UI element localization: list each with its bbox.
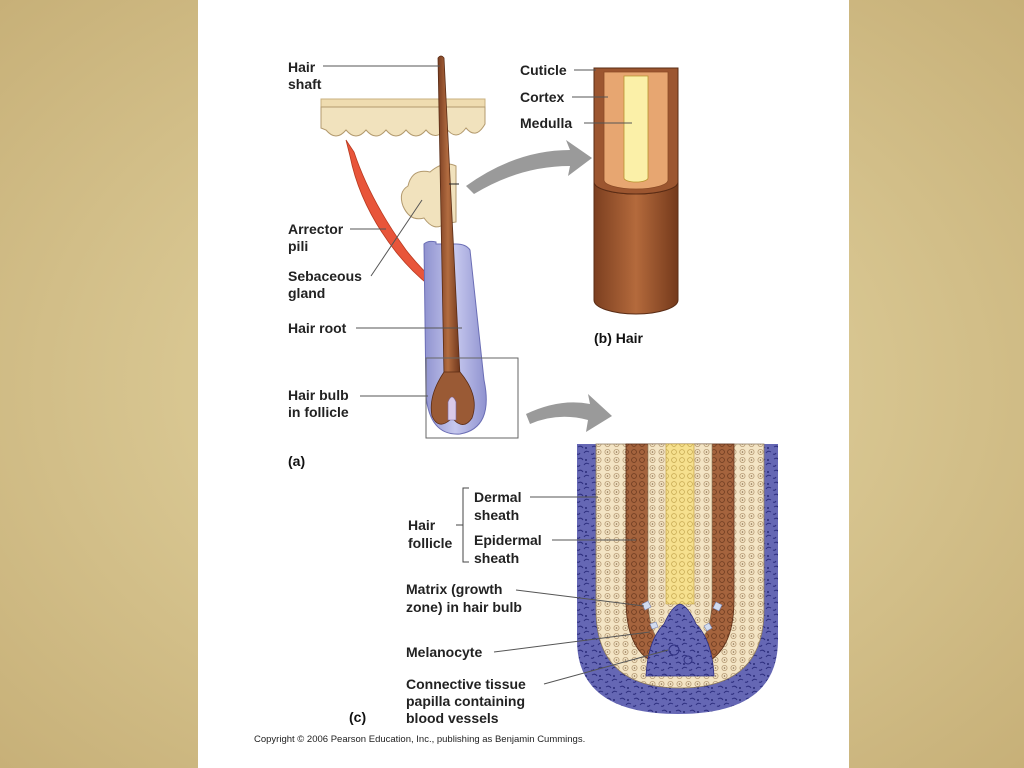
panel-a-leaders	[323, 65, 462, 397]
connective-tissue-papilla	[645, 603, 715, 677]
label-sebaceous-gland: Sebaceous gland	[288, 268, 366, 301]
label-dermal-sheath: Dermal sheath	[474, 489, 525, 523]
hair-cross-section	[593, 67, 679, 315]
label-hair-bulb: Hair bulb in follicle	[288, 387, 353, 420]
label-hair-shaft: Hair shaft	[288, 59, 322, 92]
slide: Hair shaft Arrector pili Sebaceous gland…	[198, 0, 849, 768]
copyright-notice: Copyright © 2006 Pearson Education, Inc.…	[254, 734, 585, 745]
hair-shaft	[437, 55, 461, 377]
panel-c-leaders	[493, 496, 669, 685]
label-hair-follicle: Hair follicle	[408, 517, 453, 551]
follicle-brace	[456, 487, 469, 563]
hair-diagram: Hair shaft Arrector pili Sebaceous gland…	[254, 55, 778, 745]
label-papilla: Connective tissue papilla containing blo…	[406, 676, 530, 726]
label-matrix: Matrix (growth zone) in hair bulb	[406, 581, 522, 615]
arrow-to-hair	[466, 140, 592, 194]
label-hair-root: Hair root	[288, 320, 347, 336]
panel-b-caption: (b) Hair	[594, 330, 644, 346]
label-cuticle: Cuticle	[520, 62, 567, 78]
zoom-box	[425, 357, 519, 439]
arrow-to-follicle	[526, 394, 612, 432]
panel-a-caption: (a)	[288, 453, 305, 469]
label-medulla: Medulla	[520, 115, 572, 131]
follicle-detail	[577, 443, 778, 714]
label-cortex: Cortex	[520, 89, 565, 105]
label-epidermal-sheath: Epidermal sheath	[474, 532, 546, 566]
label-melanocyte: Melanocyte	[406, 644, 482, 660]
panel-a-illustration	[320, 55, 519, 439]
panel-c-caption: (c)	[349, 709, 366, 725]
panel-b-leaders	[572, 69, 632, 124]
label-arrector-pili: Arrector pili	[288, 221, 347, 254]
